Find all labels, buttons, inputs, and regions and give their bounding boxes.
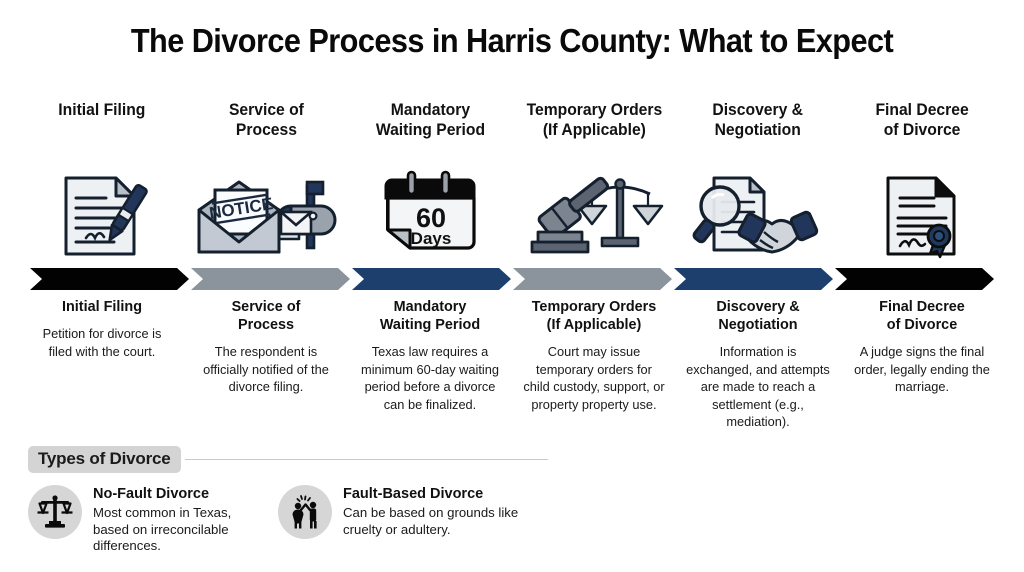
chevron-discovery-negotiation [674, 268, 833, 290]
chevron-initial-filing [30, 268, 189, 290]
description-initial-filing: Initial Filing Petition for divorce is f… [20, 298, 184, 431]
step-descriptions-row: Initial Filing Petition for divorce is f… [20, 298, 1004, 431]
type-desc: Most common in Texas, based on irreconci… [93, 504, 232, 554]
step-column-temporary-orders: Temporary Orders (If Applicable) [512, 100, 676, 260]
calendar-number: 60 [416, 203, 446, 233]
description-final-decree: Final Decree of Divorce A judge signs th… [840, 298, 1004, 431]
envelope-mailbox-icon: NOTICE [191, 168, 341, 260]
chevron-waiting-period [352, 268, 511, 290]
step-column-final-decree: Final Decree of Divorce [840, 100, 1004, 260]
step-column-discovery-negotiation: Discovery & Negotiation [676, 100, 840, 260]
step-header-initial-filing: Initial Filing [58, 101, 146, 119]
description-title: Service of Process [231, 298, 301, 333]
calendar-unit: Days [411, 229, 452, 248]
description-title: Discovery & Negotiation [716, 298, 800, 333]
description-body: Information is exchanged, and attempts a… [686, 344, 830, 430]
step-header-waiting-period: Mandatory Waiting Period [375, 101, 485, 140]
type-name: No-Fault Divorce [93, 486, 210, 502]
description-title: Mandatory Waiting Period [379, 298, 481, 333]
types-of-divorce-heading: Types of Divorce [28, 445, 181, 473]
steps-icon-row: Initial Filing [20, 100, 1004, 260]
description-temporary-orders: Temporary Orders (If Applicable) Court m… [512, 298, 676, 431]
type-name: Fault-Based Divorce [343, 486, 484, 502]
process-chevron-band [30, 268, 994, 290]
description-discovery-negotiation: Discovery & Negotiation Information is e… [676, 298, 840, 431]
description-title: Final Decree of Divorce [879, 298, 965, 333]
description-title: Temporary Orders (If Applicable) [531, 298, 657, 333]
arguing-couple-icon [278, 485, 332, 539]
type-text-no-fault: No-Fault Divorce Most common in Texas, b… [93, 485, 268, 555]
step-column-service-of-process: Service of Process NOTICE [184, 100, 348, 260]
certificate-seal-icon [874, 168, 970, 260]
description-waiting-period: Mandatory Waiting Period Texas law requi… [348, 298, 512, 431]
description-body: The respondent is officially notified of… [203, 344, 329, 395]
page-title: The Divorce Process in Harris County: Wh… [130, 22, 894, 59]
type-desc: Can be based on grounds like cruelty or … [343, 504, 519, 537]
types-items: No-Fault Divorce Most common in Texas, b… [28, 485, 548, 555]
gavel-scales-icon [524, 168, 664, 260]
chevron-final-decree [835, 268, 994, 290]
types-of-divorce-section: Types of Divorce [28, 445, 548, 555]
chevron-service-of-process [191, 268, 350, 290]
type-text-fault-based: Fault-Based Divorce Can be based on grou… [343, 485, 528, 538]
chevron-temporary-orders [513, 268, 672, 290]
step-column-waiting-period: Mandatory Waiting Period 60 Days [348, 100, 512, 260]
types-divider [184, 458, 548, 460]
types-heading-row: Types of Divorce [28, 445, 548, 473]
step-header-discovery-negotiation: Discovery & Negotiation [712, 101, 804, 140]
description-body: Texas law requires a minimum 60-day wait… [361, 344, 499, 412]
step-header-temporary-orders: Temporary Orders (If Applicable) [526, 101, 662, 140]
scales-of-justice-icon [28, 485, 82, 539]
type-item-no-fault: No-Fault Divorce Most common in Texas, b… [28, 485, 278, 555]
type-item-fault-based: Fault-Based Divorce Can be based on grou… [278, 485, 528, 555]
description-body: Court may issue temporary orders for chi… [523, 344, 665, 412]
magnifier-handshake-icon [688, 168, 828, 260]
description-body: Petition for divorce is filed with the c… [42, 326, 162, 359]
step-column-initial-filing: Initial Filing [20, 100, 184, 260]
description-body: A judge signs the final order, legally e… [854, 344, 990, 395]
step-header-final-decree: Final Decree of Divorce [875, 101, 969, 140]
description-service-of-process: Service of Process The respondent is off… [184, 298, 348, 431]
description-title: Initial Filing [61, 298, 142, 315]
document-pen-icon [54, 168, 150, 260]
step-header-service-of-process: Service of Process [228, 101, 304, 140]
calendar-60-days-icon: 60 Days [380, 168, 480, 260]
